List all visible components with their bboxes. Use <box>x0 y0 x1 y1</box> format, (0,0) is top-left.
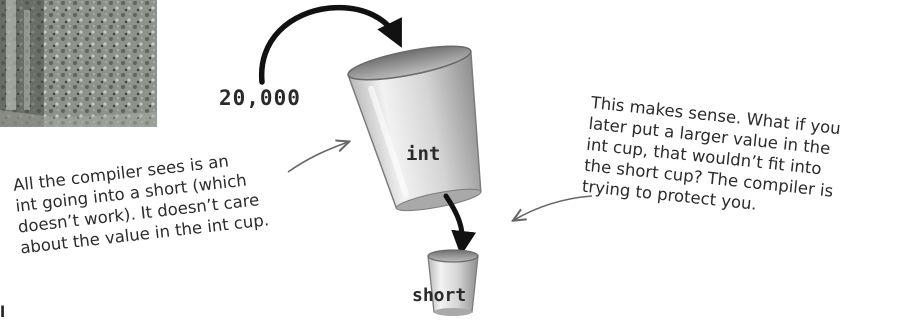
short-cup-icon <box>428 250 478 316</box>
short-cup-label: short <box>412 285 466 306</box>
value-label: 20,000 <box>219 86 301 110</box>
int-cup-icon <box>346 39 499 219</box>
int-cup-label: int <box>406 143 440 165</box>
corner-text-fragment: l <box>0 303 5 321</box>
